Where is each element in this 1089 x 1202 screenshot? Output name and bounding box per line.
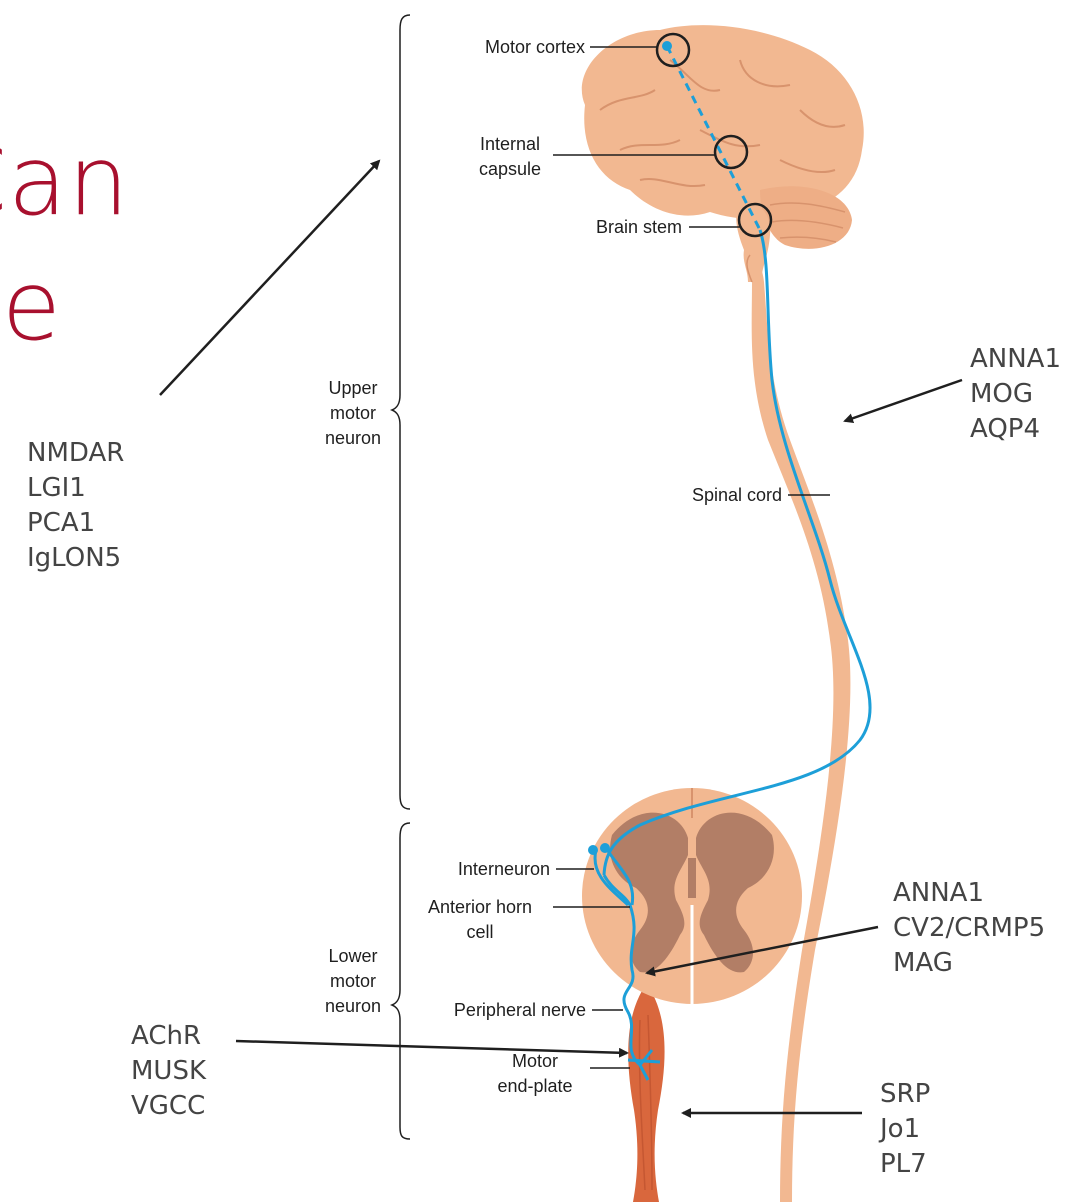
label-peripheral-nerve: Peripheral nerve bbox=[410, 999, 586, 1021]
spinal-cord-cross-section bbox=[582, 788, 802, 1004]
antibody-label: VGCC bbox=[131, 1089, 206, 1124]
antibody-label: AChR bbox=[131, 1019, 206, 1054]
label-lower-motor-neuron-line2: motor bbox=[308, 970, 398, 992]
antibody-group-muscle: SRP Jo1 PL7 bbox=[880, 1077, 930, 1182]
brain bbox=[582, 25, 864, 282]
antibody-group-peripheral-nerve: ANNA1 CV2/CRMP5 MAG bbox=[893, 876, 1045, 981]
label-anterior-horn-cell-line1: Anterior horn bbox=[410, 896, 550, 918]
antibody-group-neuromuscular-junction: AChR MUSK VGCC bbox=[131, 1019, 206, 1124]
antibody-label: CV2/CRMP5 bbox=[893, 911, 1045, 946]
antibody-label: SRP bbox=[880, 1077, 930, 1112]
antibody-label: NMDAR bbox=[27, 436, 124, 471]
arrow-spinal-cord bbox=[845, 380, 962, 421]
label-lower-motor-neuron-line1: Lower bbox=[308, 945, 398, 967]
antibody-label: Jo1 bbox=[880, 1112, 930, 1147]
antibody-label: LGI1 bbox=[27, 471, 124, 506]
label-internal-capsule-line1: Internal bbox=[460, 133, 560, 155]
antibody-group-brain: NMDAR LGI1 PCA1 IgLON5 bbox=[27, 436, 124, 576]
spinal-cord bbox=[745, 235, 850, 1202]
antibody-group-spinal-cord: ANNA1 MOG AQP4 bbox=[970, 342, 1061, 447]
antibody-label: MAG bbox=[893, 946, 1045, 981]
antibody-label: IgLON5 bbox=[27, 541, 124, 576]
antibody-label: PCA1 bbox=[27, 506, 124, 541]
label-lower-motor-neuron-line3: neuron bbox=[308, 995, 398, 1017]
label-brain-stem: Brain stem bbox=[560, 216, 682, 238]
label-spinal-cord: Spinal cord bbox=[650, 484, 782, 506]
label-motor-end-plate-line1: Motor bbox=[480, 1050, 590, 1072]
label-internal-capsule-line2: capsule bbox=[460, 158, 560, 180]
label-interneuron: Interneuron bbox=[410, 858, 550, 880]
antibody-label: MUSK bbox=[131, 1054, 206, 1089]
antibody-label: PL7 bbox=[880, 1147, 930, 1182]
label-upper-motor-neuron-line1: Upper bbox=[308, 377, 398, 399]
antibody-label: AQP4 bbox=[970, 412, 1061, 447]
label-upper-motor-neuron-line3: neuron bbox=[308, 427, 398, 449]
arrow-brain bbox=[160, 161, 379, 395]
antibody-label: ANNA1 bbox=[970, 342, 1061, 377]
antibody-label: ANNA1 bbox=[893, 876, 1045, 911]
label-anterior-horn-cell-line2: cell bbox=[410, 921, 550, 943]
muscle bbox=[628, 986, 664, 1202]
label-motor-end-plate-line2: end-plate bbox=[480, 1075, 590, 1097]
label-motor-cortex: Motor cortex bbox=[440, 36, 585, 58]
label-upper-motor-neuron-line2: motor bbox=[308, 402, 398, 424]
antibody-label: MOG bbox=[970, 377, 1061, 412]
